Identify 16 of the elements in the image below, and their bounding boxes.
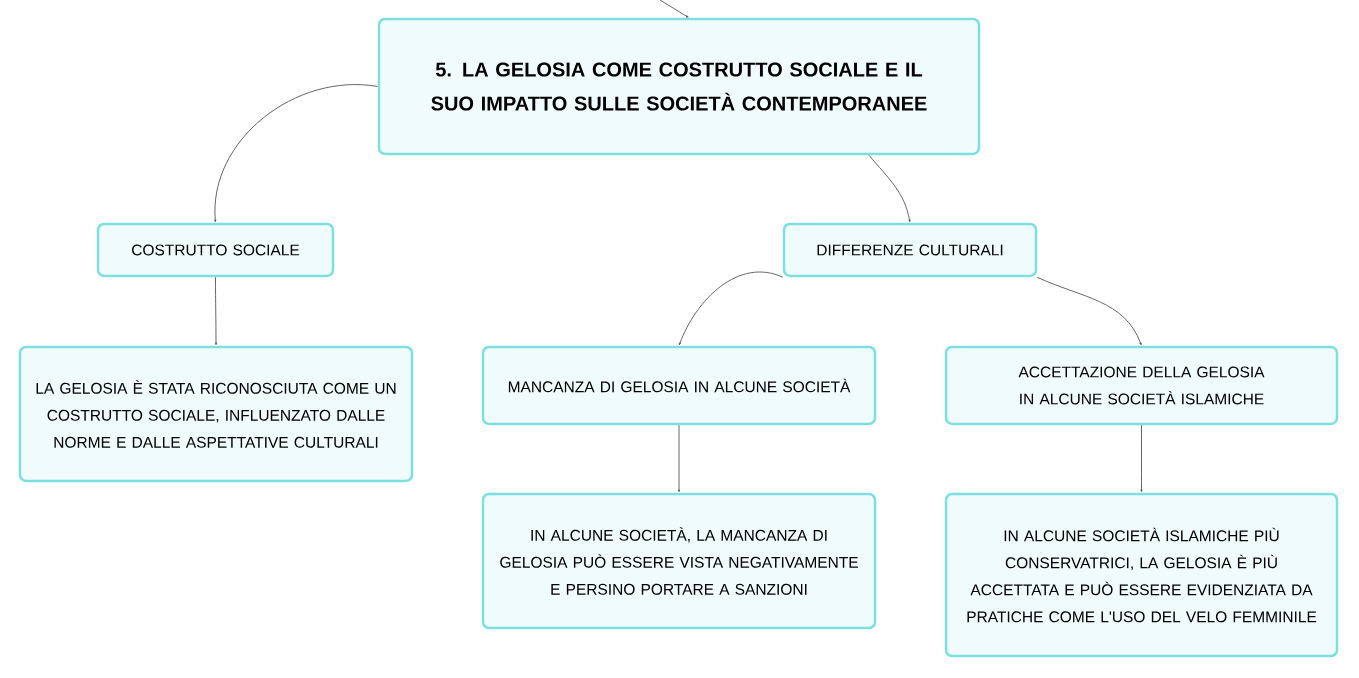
topic-box: DIFFERENZE CULTURALI — [782, 222, 1038, 278]
topic-box: MANCANZA DI GELOSIA IN ALCUNE SOCIETÀ — [481, 345, 877, 426]
topic-box: IN ALCUNE SOCIETÀ, LA MANCANZA DI GELOSIA PUÒ ESSERE VISTA NEGATIVAMENTE E PERSINO PORTARE A SANZIONI — [481, 492, 877, 630]
arrow — [214, 276, 218, 346]
arrow — [214, 84, 379, 223]
arrow — [1036, 276, 1142, 346]
topic-box: LA GELOSIA È STATA RICONOSCIUTA COME UN COSTRUTTO SOCIALE, INFLUENZATO DALLE NORME E DALLE ASPETTATIVE CULTURALI — [18, 345, 414, 483]
title-box: 5. LA GELOSIA COME COSTRUTTO SOCIALE E IL SUO IMPATTO SULLE SOCIETÀ CONTEMPORANEE — [377, 17, 981, 156]
arrow — [659, 0, 689, 18]
arrow — [868, 154, 911, 223]
topic-box: ACCETTAZIONE DELLA GELOSIA IN ALCUNE SOCIETÀ ISLAMICHE — [944, 345, 1339, 426]
topic-box: COSTRUTTO SOCIALE — [96, 222, 335, 278]
arrow — [677, 424, 681, 493]
topic-box: IN ALCUNE SOCIETÀ ISLAMICHE PIÙ CONSERVATRICI, LA GELOSIA È PIÙ ACCETTATA E PUÒ ESSERE EVIDENZIATA DA PRATICHE COME L'USO DEL VELO FEMMINILE — [944, 492, 1339, 658]
arrow — [1140, 424, 1143, 493]
arrow — [678, 271, 784, 346]
